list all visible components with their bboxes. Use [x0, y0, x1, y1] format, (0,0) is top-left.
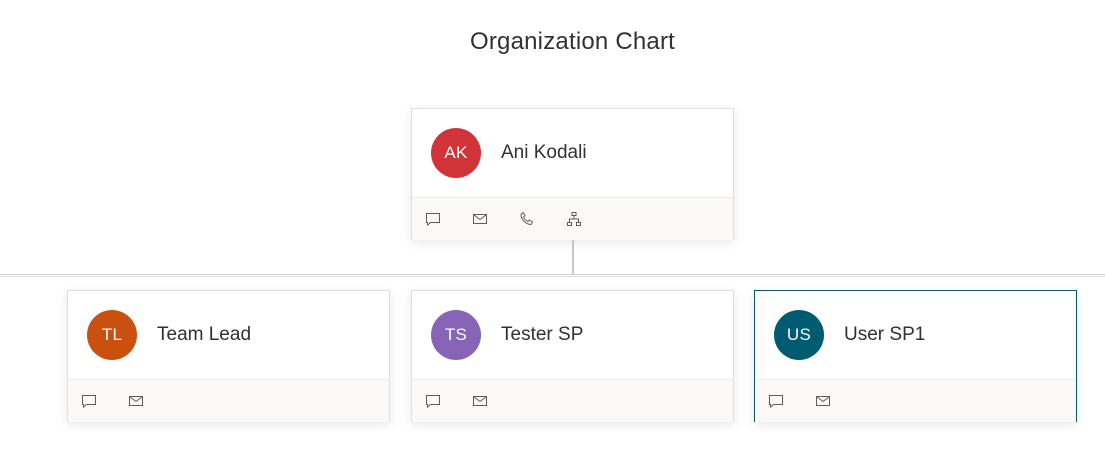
person-card-actions — [412, 197, 733, 240]
chat-icon — [82, 395, 96, 409]
org-connector-horizontal — [0, 274, 1105, 277]
org-chart-button[interactable] — [565, 210, 583, 228]
person-card-manager[interactable]: AK Ani Kodali — [411, 108, 734, 240]
avatar-initials: US — [786, 325, 812, 344]
avatar-initials: TS — [444, 325, 468, 344]
person-card-report[interactable]: TL Team Lead — [67, 290, 390, 422]
avatar-initials: TL — [101, 325, 123, 344]
chat-icon — [426, 395, 440, 409]
avatar: TL — [87, 310, 137, 360]
mail-icon — [473, 396, 487, 406]
mail-button[interactable] — [127, 392, 145, 410]
person-card-header: US User SP1 — [755, 291, 1076, 379]
chat-icon — [426, 213, 440, 227]
mail-icon — [816, 396, 830, 406]
person-name[interactable]: Ani Kodali — [501, 142, 587, 163]
org-chart-icon — [567, 212, 581, 226]
call-button[interactable] — [518, 210, 536, 228]
page-title: Organization Chart — [469, 28, 676, 55]
chat-button[interactable] — [424, 392, 442, 410]
person-card-header: AK Ani Kodali — [412, 109, 733, 197]
mail-button[interactable] — [471, 392, 489, 410]
person-card-header: TL Team Lead — [68, 291, 389, 379]
person-card-actions — [68, 379, 389, 422]
mail-button[interactable] — [471, 210, 489, 228]
avatar: TS — [431, 310, 481, 360]
chat-icon — [769, 395, 783, 409]
person-card-actions — [412, 379, 733, 422]
avatar-initials: AK — [444, 143, 468, 162]
person-card-report[interactable]: TS Tester SP — [411, 290, 734, 422]
chat-button[interactable] — [80, 392, 98, 410]
chat-button[interactable] — [767, 392, 785, 410]
mail-icon — [129, 396, 143, 406]
person-card-actions — [755, 379, 1076, 422]
person-name[interactable]: User SP1 — [844, 324, 926, 345]
person-card-header: TS Tester SP — [412, 291, 733, 379]
mail-icon — [473, 214, 487, 224]
org-connector-vertical — [572, 240, 574, 275]
phone-icon — [520, 211, 534, 226]
person-name[interactable]: Tester SP — [501, 324, 584, 345]
mail-button[interactable] — [814, 392, 832, 410]
person-name[interactable]: Team Lead — [157, 324, 252, 345]
chat-button[interactable] — [424, 210, 442, 228]
avatar: US — [774, 310, 824, 360]
person-card-report-selected[interactable]: US User SP1 — [754, 290, 1077, 422]
avatar: AK — [431, 128, 481, 178]
